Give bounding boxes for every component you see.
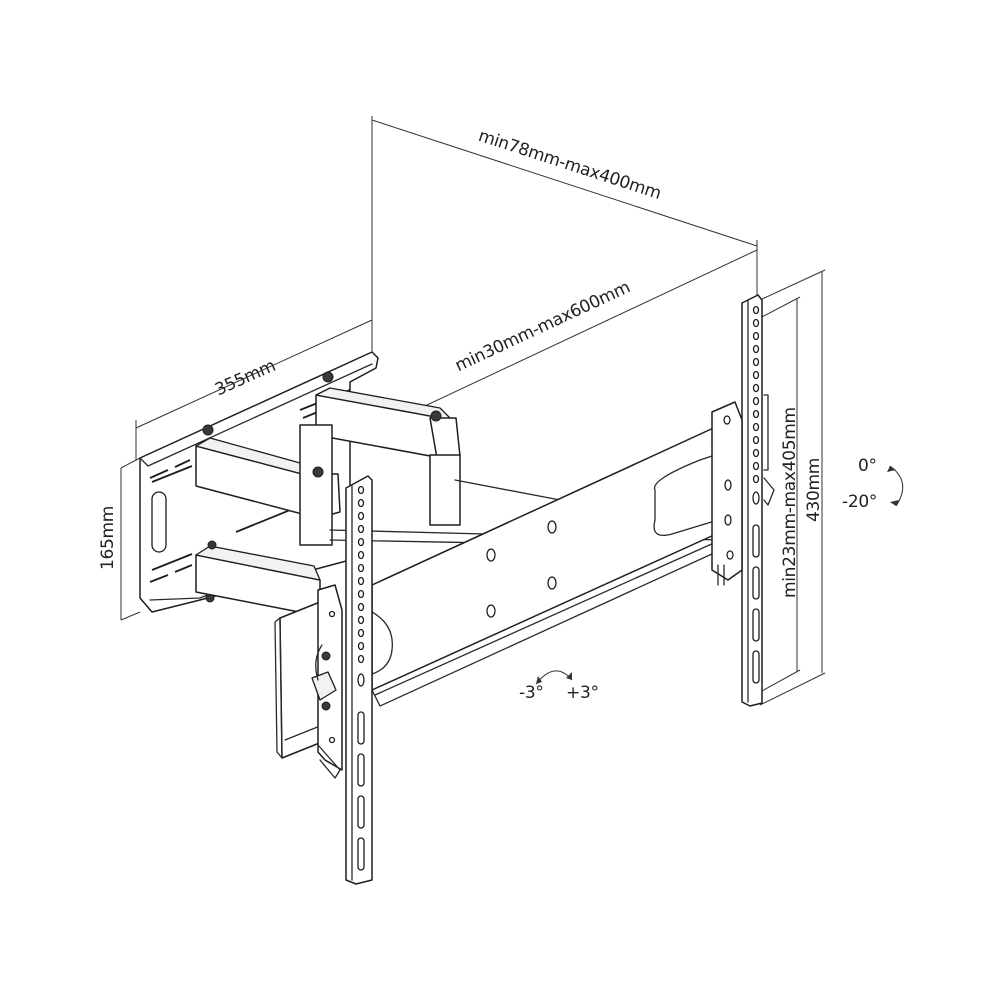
right-bracket-holes (752, 305, 760, 505)
horizontal-tv-rail (371, 424, 726, 707)
tilt-hinge (274, 584, 343, 779)
level-right-label: +3° (566, 683, 599, 703)
level-arrow (535, 670, 573, 685)
left-bracket-holes (357, 485, 365, 687)
tilt-top-label: 0° (858, 456, 877, 476)
tilt-arrow (887, 465, 904, 507)
dimension-lines (120, 116, 826, 706)
wall-plate-height-label: 165mm (98, 505, 118, 570)
articulating-arms (195, 387, 721, 617)
vesa-range-label: min23mm-max405mm (780, 407, 800, 598)
right-vertical-bracket (711, 294, 775, 707)
bracket-height-label: 430mm (804, 457, 824, 522)
tilt-bottom-label: -20° (842, 492, 878, 512)
left-vertical-bracket (345, 475, 373, 885)
level-left-label: -3° (519, 683, 544, 703)
